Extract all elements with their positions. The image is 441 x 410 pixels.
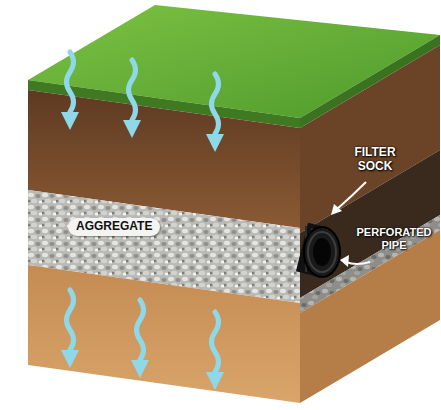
part-label: AGGREGATE — [68, 218, 160, 236]
water-arrows — [61, 52, 224, 390]
perforated-pipe — [302, 226, 340, 277]
part-label: FILTER SOCK — [345, 146, 405, 174]
leader-lines — [331, 182, 370, 267]
subsoil-layer — [28, 265, 300, 403]
part-label: PERFORATED PIPE — [352, 226, 436, 251]
subsoil-layer — [300, 230, 440, 403]
